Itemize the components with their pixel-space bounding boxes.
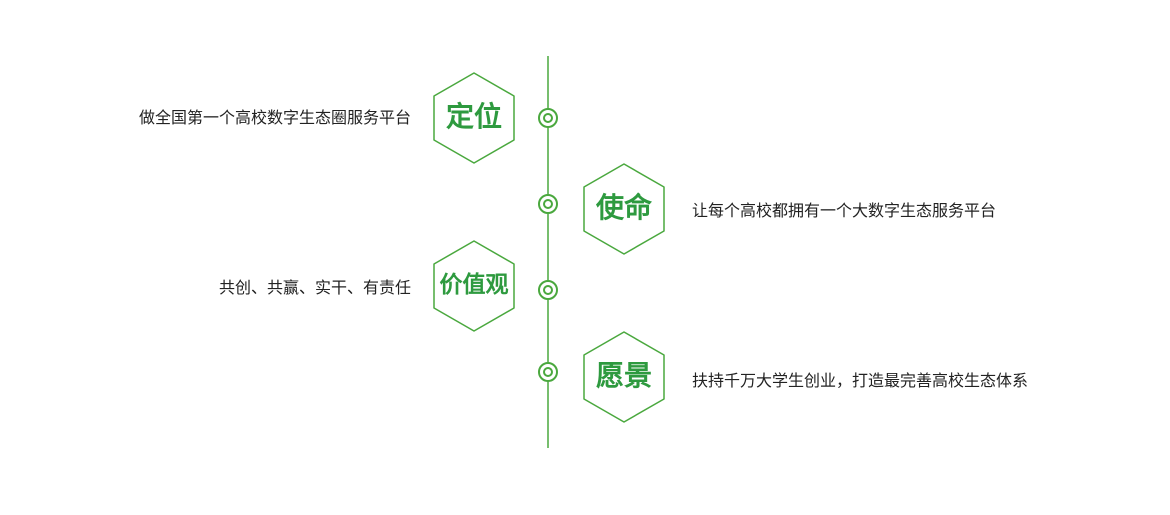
node-inner-ring [543,367,553,377]
node-inner-ring [543,199,553,209]
hexagon-title-2: 使命 [595,191,652,224]
hexagon-title-3: 价值观 [439,272,509,298]
hexagon-title-4: 愿景 [595,359,652,392]
hexagon-title-1: 定位 [445,100,502,133]
hexagon-4-shape [583,331,665,423]
hexagon-2-shape [583,163,665,255]
hexagon-1-shape [433,72,515,164]
hexagon-3-shape [433,240,515,332]
description-1: 做全国第一个高校数字生态圈服务平台 [138,108,411,127]
timeline-node-3 [538,280,558,300]
node-inner-ring [543,113,553,123]
timeline-node-4 [538,362,558,382]
description-3: 共创、共赢、实干、有责任 [218,278,411,297]
description-4: 扶持千万大学生创业，打造最完善高校生态体系 [692,371,1029,390]
description-2: 让每个高校都拥有一个大数字生态服务平台 [692,201,997,220]
node-inner-ring [543,285,553,295]
timeline-node-2 [538,194,558,214]
timeline-node-1 [538,108,558,128]
